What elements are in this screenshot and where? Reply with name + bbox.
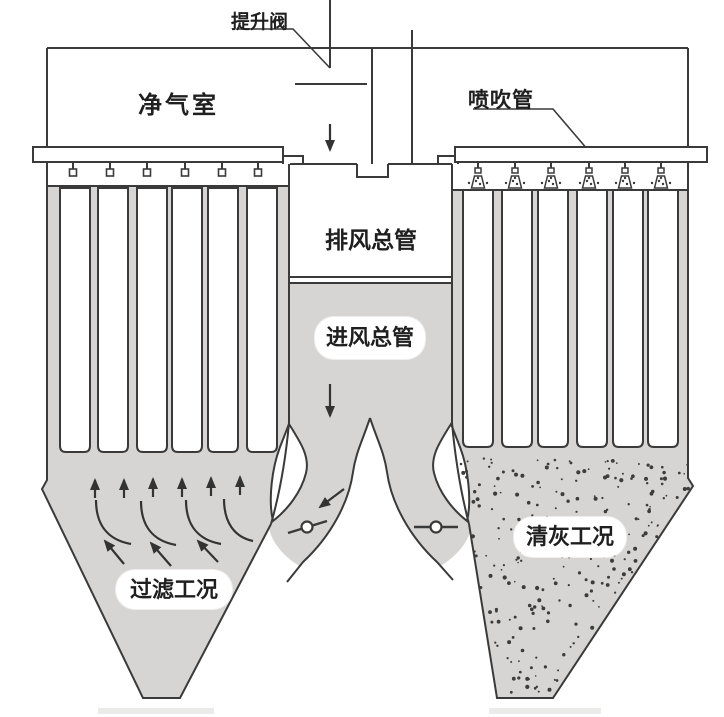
filter-bag: [97, 187, 129, 453]
valve-seat-cup: [356, 164, 389, 178]
filter-bag: [647, 189, 679, 448]
blowpipe-bar: [454, 146, 708, 163]
filter-bag: [501, 189, 533, 448]
left-hopper-shadow: [98, 708, 214, 714]
filter-bag: [246, 187, 278, 453]
bag-hanger-icon: [253, 168, 263, 177]
left-damper-icon: [300, 520, 314, 534]
right-damper-icon: [429, 520, 443, 534]
damper-valves: [287, 519, 458, 535]
right-hopper-shadow: [489, 708, 601, 714]
blowing-pipe-label: 喷吹管: [468, 89, 534, 112]
center-wedge: [287, 418, 453, 640]
filter-bag: [171, 187, 203, 453]
filter-bag: [612, 189, 644, 448]
filtering-condition-label: 过滤工况: [116, 570, 232, 609]
filter-bags: [59, 187, 679, 453]
filter-bag: [537, 189, 569, 448]
cleaning-condition-label: 清灰工况: [514, 517, 626, 557]
left-tube-sheet: [32, 146, 284, 163]
filter-bag: [136, 187, 168, 453]
blowpipe-leader: [473, 108, 589, 151]
nozzle-icon: [474, 167, 482, 174]
left-teardrop: [269, 421, 308, 523]
bag-hanger-icon: [68, 168, 78, 177]
filter-bag: [462, 189, 494, 448]
tube-sheets: [32, 146, 708, 163]
left-wall-hopper: [40, 48, 272, 699]
bag-hanger-icon: [180, 168, 190, 177]
filter-bag: [207, 187, 239, 453]
nozzle-icon: [621, 167, 629, 174]
bag-hanger-icon: [217, 168, 227, 177]
bag-hangers: [68, 162, 263, 177]
bag-hanger-icon: [105, 168, 115, 177]
lift-valve-label: 提升阀: [231, 12, 289, 33]
bag-hanger-icon: [142, 168, 152, 177]
spray-nozzles: [467, 162, 672, 189]
right-wall-hopper: [468, 48, 695, 699]
flow-arrows: [90, 124, 345, 567]
nozzle-icon: [547, 167, 555, 174]
inlet-main-label: 进风总管: [315, 317, 425, 359]
nozzle-icon: [585, 167, 593, 174]
nozzle-icon: [511, 167, 519, 174]
clean-air-chamber-label: 净气室: [138, 92, 219, 119]
branch-flow-arrow: [318, 488, 345, 509]
filter-bag: [576, 189, 608, 448]
filter-bag: [59, 187, 91, 453]
nozzle-icon: [657, 167, 665, 174]
exhaust-main-label: 排风总管: [325, 227, 417, 253]
lift-valve-leader: [237, 28, 331, 69]
